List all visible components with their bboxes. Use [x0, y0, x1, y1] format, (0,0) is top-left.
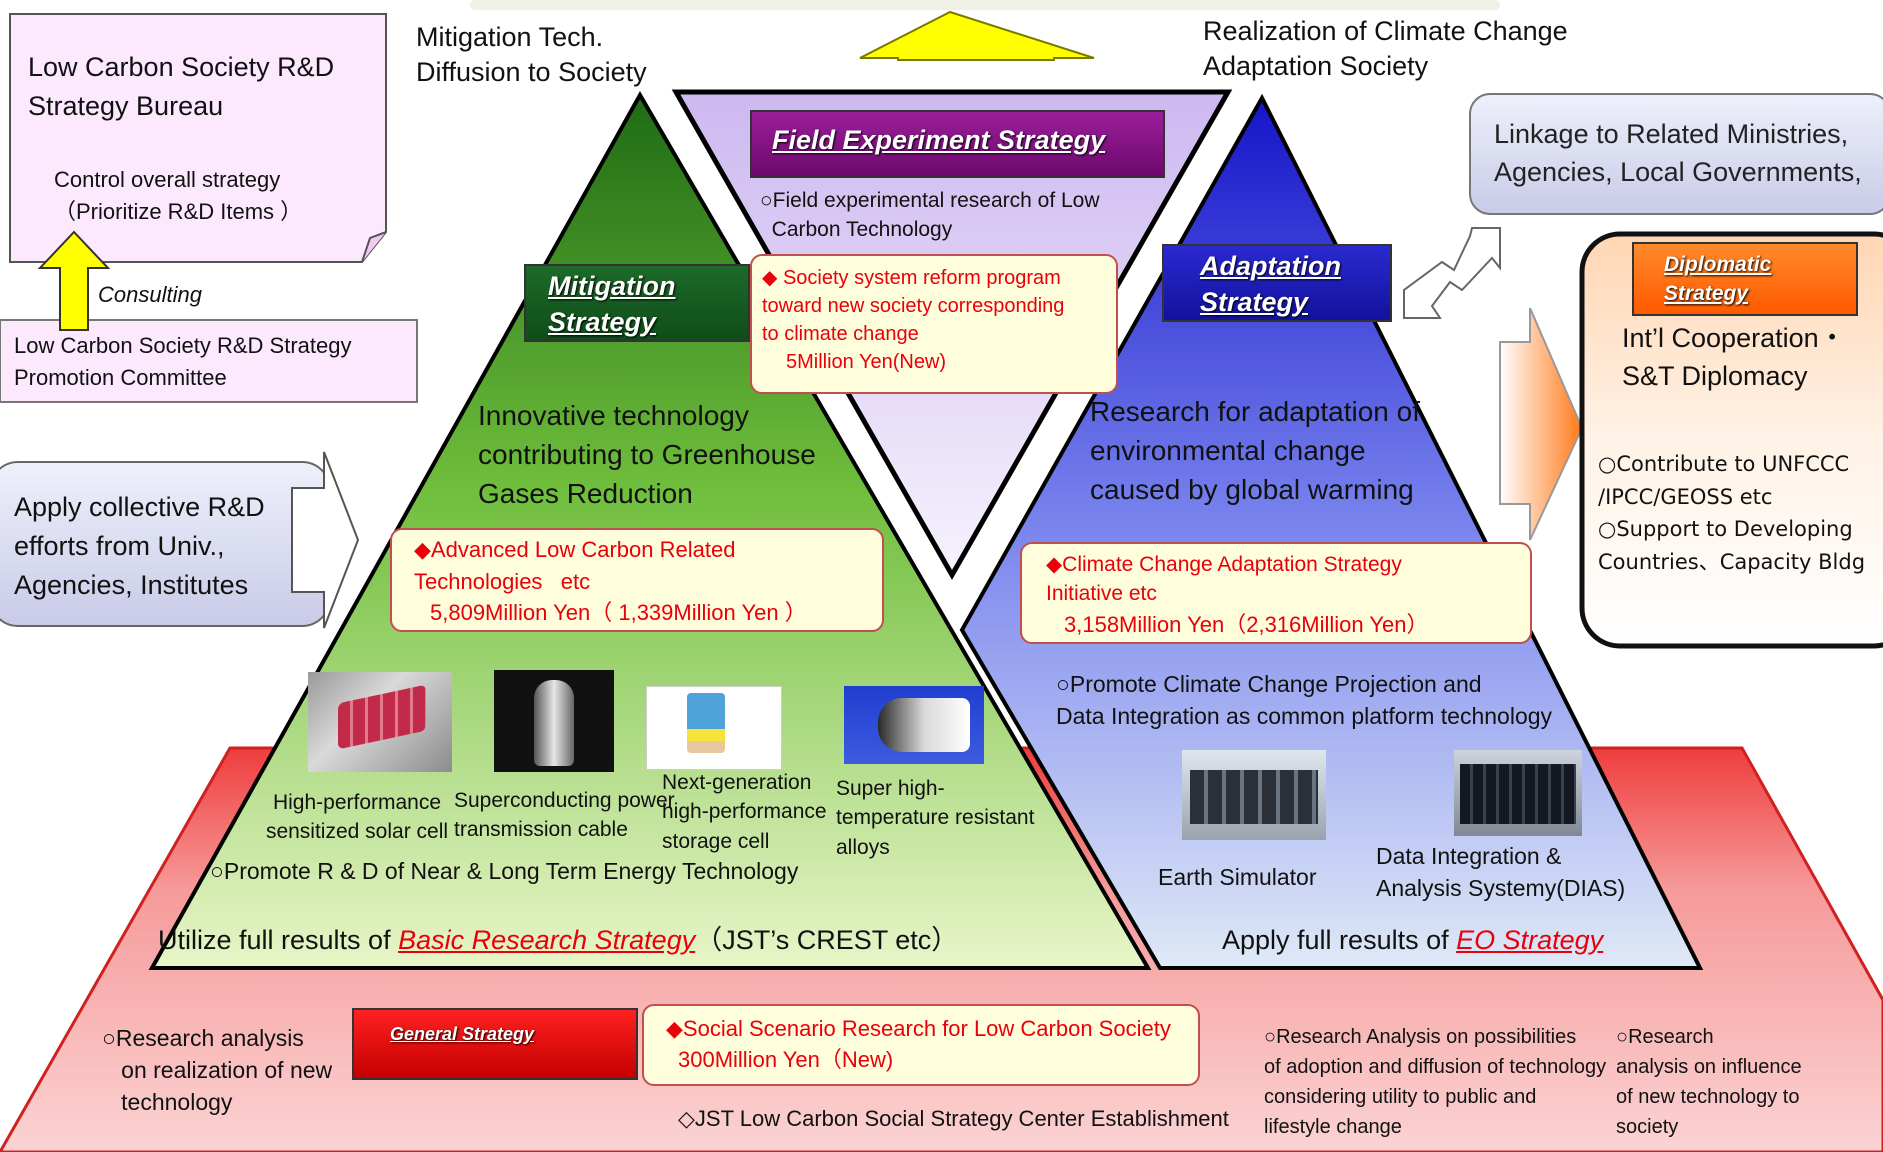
top-banner [470, 0, 1500, 10]
storage-cell-label: Next-generation high-performance storage… [662, 771, 827, 853]
general-program-box: ◆Social Scenario Research for Low Carbon… [642, 1004, 1200, 1086]
general-header: General Strategy [352, 1008, 638, 1080]
field-experiment-header: Field Experiment Strategy [750, 110, 1165, 178]
bureau-desc: Control overall strategy （Prioritize R&D… [54, 167, 303, 224]
linkage-text: Linkage to Related Ministries, Agencies,… [1494, 119, 1862, 187]
utilize-prefix: Utilize full results of [158, 925, 399, 955]
mitigation-program-box: ◆Advanced Low Carbon Related Technologie… [390, 528, 884, 632]
adaptation-program: ◆Climate Change Adaptation Strategy Init… [1046, 553, 1402, 606]
committee-label: Low Carbon Society R&D Strategy Promotio… [14, 333, 352, 390]
solar-cell-photo [308, 672, 452, 772]
linkage-double-arrow [1403, 227, 1501, 319]
adaptation-budget: 3,158Million Yen（2,316Million Yen） [1064, 611, 1429, 637]
up-arrow [859, 10, 1095, 61]
dias-label: Data Integration & Analysis Systemy(DIAS… [1376, 843, 1626, 902]
adaptation-realization-label: Realization of Climate Change Adaptation… [1203, 16, 1568, 82]
cable-label: Superconducting power transmission cable [454, 789, 675, 842]
mitigation-desc: Innovative technology contributing to Gr… [478, 400, 816, 510]
field-program-box: ◆ Society system reform program toward n… [750, 254, 1118, 394]
eo-strategy-link[interactable]: EO Strategy [1456, 925, 1604, 955]
consulting-label: Consulting [98, 282, 202, 307]
diplomatic-desc: ○Contribute to UNFCCC /IPCC/GEOSS etc ○S… [1598, 452, 1866, 574]
general-budget: 300Million Yen（New) [678, 1046, 894, 1072]
apply-line: Apply full results of EO Strategy [1222, 922, 1603, 958]
apply-prefix: Apply full results of [1222, 925, 1457, 955]
mitigation-diffusion-label: Mitigation Tech. Diffusion to Society [416, 22, 647, 88]
mitigation-header: Mitigation Strategy [524, 264, 750, 342]
alloy-label: Super high- temperature resistant alloys [836, 777, 1035, 859]
jst-center-text: ◇JST Low Carbon Social Strategy Center E… [678, 1106, 1229, 1131]
field-budget: 5Million Yen(New) [786, 351, 947, 373]
consulting-arrow [37, 230, 111, 331]
solar-cell-label: High-performance sensitized solar cell [265, 791, 449, 844]
adaptation-header: Adaptation Strategy [1162, 244, 1392, 322]
general-right2: ○Research analysis on influence of new t… [1616, 1026, 1802, 1138]
earth-simulator-photo [1182, 750, 1326, 840]
bureau-title: Low Carbon Society R&D Strategy Bureau [28, 52, 335, 122]
diplomatic-header: Diplomatic Strategy [1632, 242, 1858, 316]
apply-arrow [291, 451, 360, 629]
general-program: ◆Social Scenario Research for Low Carbon… [666, 1016, 1171, 1041]
diplomatic-box [1579, 231, 1883, 649]
general-left: ○Research analysis on realization of new… [102, 1025, 333, 1116]
utilize-line: Utilize full results of Basic Research S… [158, 922, 958, 958]
general-right1: ○Research Analysis on possibilities of a… [1264, 1026, 1607, 1138]
mitigation-promote: ○Promote R & D of Near & Long Term Energ… [210, 858, 799, 884]
diplomatic-title: Int’l Cooperation・ S&T Diplomacy [1622, 323, 1846, 391]
adaptation-desc: Research for adaptation of environmental… [1090, 396, 1420, 506]
mitigation-program: ◆Advanced Low Carbon Related Technologie… [414, 537, 736, 594]
diplomatic-arrow [1499, 307, 1584, 541]
cable-photo [494, 670, 614, 772]
linkage-box [1469, 93, 1883, 215]
committee-box [0, 319, 418, 403]
adaptation-promote: ○Promote Climate Change Projection and D… [1056, 671, 1553, 730]
storage-cell-photo [646, 686, 782, 770]
basic-research-link[interactable]: Basic Research Strategy [398, 925, 696, 955]
field-desc: ○Field experimental research of Low Carb… [760, 189, 1100, 242]
dias-photo [1454, 750, 1582, 836]
utilize-suffix: （JST’s CREST etc） [695, 925, 959, 955]
field-program: ◆ Society system reform program toward n… [762, 267, 1065, 345]
mitigation-budget: 5,809Million Yen（ 1,339Million Yen ） [430, 599, 807, 625]
apply-collective-text: Apply collective R&D efforts from Univ.,… [14, 492, 265, 601]
alloy-photo [844, 686, 984, 764]
adaptation-program-box: ◆Climate Change Adaptation Strategy Init… [1020, 542, 1532, 644]
earth-simulator-label: Earth Simulator [1158, 864, 1317, 890]
